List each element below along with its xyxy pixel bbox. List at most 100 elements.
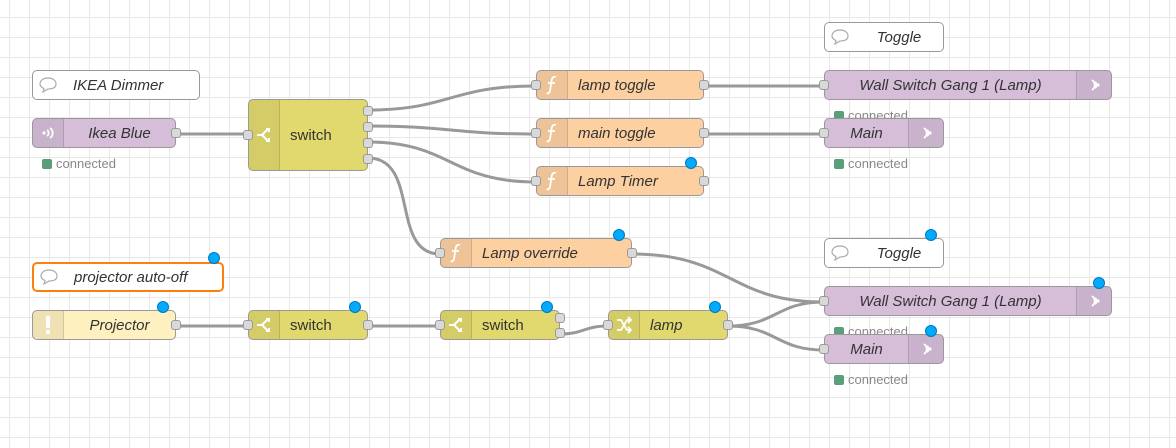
output-port[interactable]: [171, 320, 181, 330]
comment-icon: [34, 264, 64, 290]
changed-indicator: [925, 229, 937, 241]
wireless-icon: [1076, 71, 1111, 99]
wireless-icon: [1076, 287, 1111, 315]
function-icon: [441, 239, 472, 267]
comment-label: Toggle: [876, 244, 922, 262]
status-main-bottom: connected: [834, 372, 908, 387]
output-port[interactable]: [699, 128, 709, 138]
output-port-4[interactable]: [363, 154, 373, 164]
changed-indicator: [925, 325, 937, 337]
comment-toggle-bottom[interactable]: Toggle: [824, 229, 944, 268]
node-label: switch: [290, 316, 332, 334]
output-port[interactable]: [363, 320, 373, 330]
node-wall-switch-top[interactable]: Wall Switch Gang 1 (Lamp): [819, 70, 1112, 100]
switch-icon: [249, 100, 280, 170]
comment-label: projector auto-off: [74, 268, 188, 286]
wire-lamp-to-main-bottom[interactable]: [727, 324, 825, 352]
comment-icon: [825, 239, 855, 267]
function-icon: [537, 167, 568, 195]
wireless-icon: [33, 119, 64, 147]
wire-switch-to-main-toggle[interactable]: [367, 124, 537, 136]
node-label: lamp toggle: [578, 76, 656, 94]
wire-lamp-to-wall-bottom[interactable]: [727, 300, 825, 328]
switch-icon: [441, 311, 472, 339]
input-port[interactable]: [435, 320, 445, 330]
status-indicator: [834, 326, 844, 337]
output-port[interactable]: [171, 128, 181, 138]
output-port-3[interactable]: [363, 138, 373, 148]
status-indicator: [834, 374, 844, 385]
output-port[interactable]: [699, 80, 709, 90]
input-port[interactable]: [531, 80, 541, 90]
node-switch-main[interactable]: switch: [243, 99, 373, 171]
input-port[interactable]: [819, 80, 829, 90]
output-port[interactable]: [627, 248, 637, 258]
node-projector[interactable]: Projector: [32, 301, 181, 340]
node-label: Main: [850, 124, 883, 142]
alert-icon: [33, 311, 64, 339]
input-port[interactable]: [531, 128, 541, 138]
wire-switch-to-lamp-timer[interactable]: [367, 140, 537, 184]
input-port[interactable]: [819, 344, 829, 354]
node-label: Lamp Timer: [578, 172, 658, 190]
node-lamp-change[interactable]: lamp: [603, 301, 733, 340]
changed-indicator: [1093, 277, 1105, 289]
node-main-top[interactable]: Main: [819, 118, 944, 148]
status-ikea-blue: connected: [42, 156, 116, 171]
input-port[interactable]: [243, 320, 253, 330]
function-icon: [537, 71, 568, 99]
comment-ikea-dimmer[interactable]: IKEA Dimmer: [32, 70, 200, 100]
wireless-icon: [908, 335, 943, 363]
comment-icon: [33, 71, 63, 99]
shuffle-icon: [609, 311, 640, 339]
node-label: switch: [482, 316, 524, 334]
input-port[interactable]: [435, 248, 445, 258]
status-text: connected: [848, 156, 908, 171]
output-port-1[interactable]: [363, 106, 373, 116]
input-port[interactable]: [531, 176, 541, 186]
input-port[interactable]: [819, 128, 829, 138]
wire-override-to-wall-bottom[interactable]: [631, 252, 825, 304]
node-lamp-timer[interactable]: Lamp Timer: [531, 157, 709, 196]
node-main-toggle[interactable]: main toggle: [531, 118, 709, 148]
comment-label: Toggle: [876, 28, 922, 46]
status-main-top: connected: [834, 156, 908, 171]
function-icon: [537, 119, 568, 147]
node-switch-projector-1[interactable]: switch: [243, 301, 373, 340]
node-lamp-toggle[interactable]: lamp toggle: [531, 70, 709, 100]
changed-indicator: [541, 301, 553, 313]
output-port-2[interactable]: [363, 122, 373, 132]
node-label: Ikea Blue: [88, 124, 151, 142]
node-ikea-blue[interactable]: Ikea Blue: [32, 118, 181, 148]
comment-label: IKEA Dimmer: [73, 76, 164, 94]
status-indicator: [834, 158, 844, 169]
output-port-2[interactable]: [555, 328, 565, 338]
input-port[interactable]: [603, 320, 613, 330]
changed-indicator: [208, 252, 220, 264]
node-label: Lamp override: [482, 244, 578, 262]
node-label: switch: [290, 126, 332, 144]
node-label: Wall Switch Gang 1 (Lamp): [859, 76, 1042, 94]
node-main-bottom[interactable]: Main: [819, 325, 944, 364]
node-wall-switch-bottom[interactable]: Wall Switch Gang 1 (Lamp): [819, 277, 1112, 316]
comment-icon: [825, 23, 855, 51]
output-port-1[interactable]: [555, 313, 565, 323]
input-port[interactable]: [819, 296, 829, 306]
node-label: main toggle: [578, 124, 656, 142]
comment-projector-auto-off[interactable]: projector auto-off: [32, 252, 224, 292]
wireless-icon: [908, 119, 943, 147]
output-port[interactable]: [723, 320, 733, 330]
output-port[interactable]: [699, 176, 709, 186]
comment-toggle-top[interactable]: Toggle: [824, 22, 944, 52]
wire-switch2-to-lamp[interactable]: [559, 324, 609, 336]
changed-indicator: [709, 301, 721, 313]
node-label: Main: [850, 340, 883, 358]
input-port[interactable]: [243, 130, 253, 140]
node-switch-projector-2[interactable]: switch: [435, 301, 565, 340]
node-lamp-override[interactable]: Lamp override: [435, 229, 637, 268]
wire-switch-to-lamp-override[interactable]: [367, 156, 441, 256]
wire-switch-to-lamp-toggle[interactable]: [367, 84, 537, 112]
status-indicator: [42, 158, 52, 169]
changed-indicator: [157, 301, 169, 313]
